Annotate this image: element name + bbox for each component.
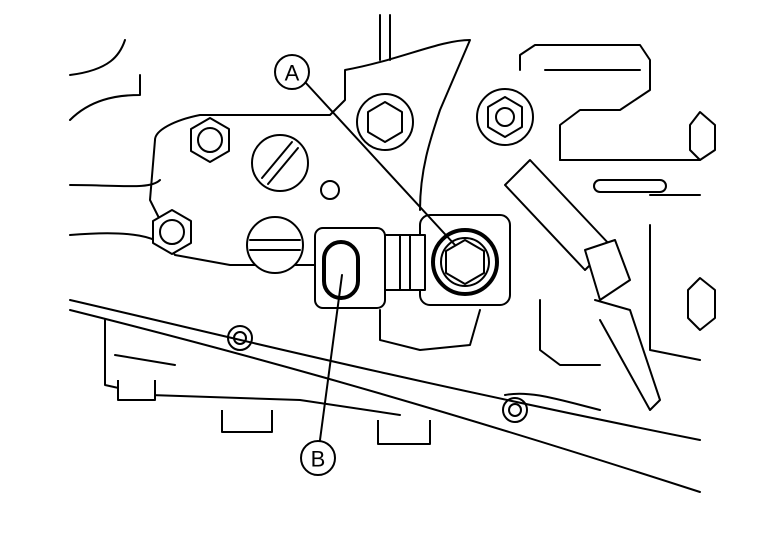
callout-b-leader bbox=[319, 274, 343, 441]
hex-bolts bbox=[152, 88, 716, 331]
part-b-component bbox=[314, 227, 386, 309]
callout-a: A bbox=[274, 54, 310, 90]
bracket bbox=[379, 234, 426, 291]
housing-outline bbox=[69, 14, 701, 493]
hex-bolt bbox=[152, 209, 192, 255]
callout-b: B bbox=[300, 440, 336, 476]
bottom-bolts bbox=[117, 380, 431, 445]
slotted-plugs bbox=[246, 134, 309, 274]
hex-bolt bbox=[356, 93, 414, 151]
hex-bolt bbox=[190, 117, 230, 163]
part-a-bolt bbox=[419, 214, 511, 306]
hex-bolt bbox=[689, 111, 716, 161]
hex-bolt bbox=[476, 88, 534, 146]
callout-b-label: B bbox=[311, 447, 326, 472]
wire-harness bbox=[504, 159, 661, 411]
mounting-holes bbox=[227, 180, 528, 423]
callout-a-label: A bbox=[285, 61, 300, 86]
callout-a-leader bbox=[304, 81, 456, 246]
hex-bolt bbox=[687, 277, 716, 331]
